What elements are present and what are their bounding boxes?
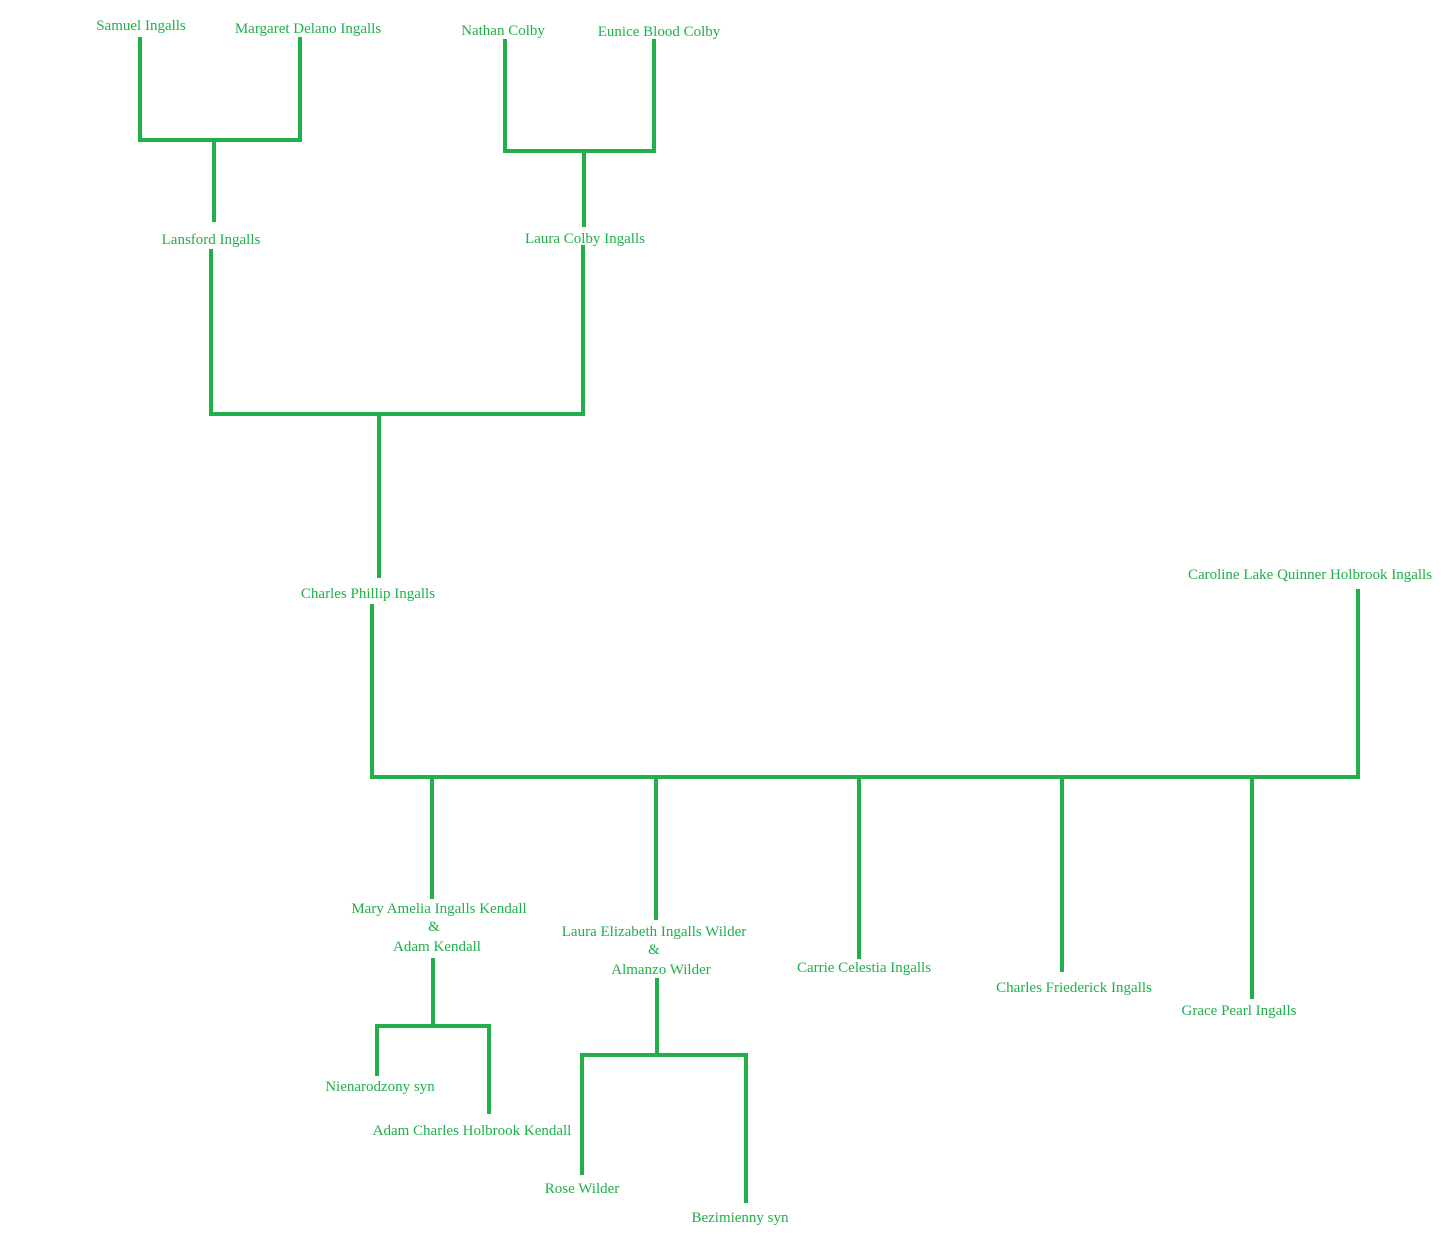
samuel-margaret-connector xyxy=(138,37,302,142)
person-carrie-celestia-ingalls: Carrie Celestia Ingalls xyxy=(797,960,931,976)
person-rose-wilder: Rose Wilder xyxy=(545,1181,620,1197)
mary-couple-ampersand: & xyxy=(428,919,440,935)
person-nienarodzony-syn: Nienarodzony syn xyxy=(325,1079,435,1095)
person-adam-kendall: Adam Kendall xyxy=(393,939,481,955)
charles-caroline-connector xyxy=(370,589,1360,779)
person-grace-pearl-ingalls: Grace Pearl Ingalls xyxy=(1182,1003,1297,1019)
person-bezimienny-syn: Bezimienny syn xyxy=(691,1210,789,1226)
person-laura-ingalls-wilder: Laura Elizabeth Ingalls Wilder xyxy=(562,924,746,940)
laura-couple-ampersand: & xyxy=(648,942,660,958)
person-charles-friederick-ingalls: Charles Friederick Ingalls xyxy=(996,980,1152,996)
person-adam-charles-holbrook-kendall: Adam Charles Holbrook Kendall xyxy=(373,1123,572,1139)
person-samuel-ingalls: Samuel Ingalls xyxy=(96,18,186,34)
lansford-laura-connector xyxy=(209,245,585,416)
person-lansford-ingalls: Lansford Ingalls xyxy=(162,232,261,248)
mary-children-connector xyxy=(375,1024,491,1114)
person-nathan-colby: Nathan Colby xyxy=(461,23,545,39)
person-caroline-ingalls: Caroline Lake Quinner Holbrook Ingalls xyxy=(1188,567,1432,583)
person-mary-ingalls-kendall: Mary Amelia Ingalls Kendall xyxy=(351,901,526,917)
person-almanzo-wilder: Almanzo Wilder xyxy=(611,962,711,978)
person-labels: Samuel Ingalls Margaret Delano Ingalls N… xyxy=(96,18,1432,1226)
laura-children-connector xyxy=(580,1053,748,1203)
person-charles-phillip-ingalls: Charles Phillip Ingalls xyxy=(301,586,435,602)
person-eunice-blood-colby: Eunice Blood Colby xyxy=(598,24,721,40)
tree-connectors xyxy=(138,37,1360,1203)
person-margaret-delano-ingalls: Margaret Delano Ingalls xyxy=(235,21,382,37)
person-laura-colby-ingalls: Laura Colby Ingalls xyxy=(525,231,645,247)
nathan-eunice-connector xyxy=(503,39,656,153)
